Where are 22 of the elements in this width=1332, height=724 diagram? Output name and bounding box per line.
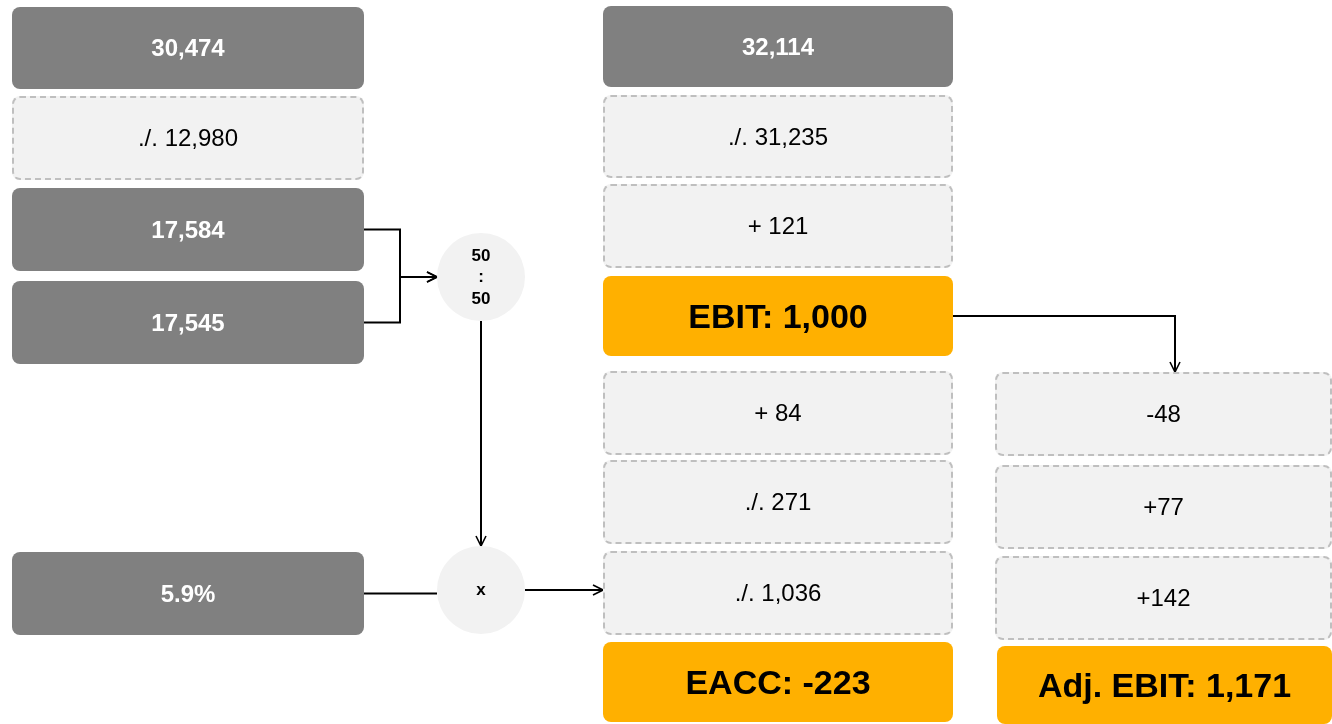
dashed-value-box: + 121 [603,184,953,268]
dashed-value-box: ./. 271 [603,460,953,544]
arrow [952,315,1181,373]
arrow [475,320,487,547]
dashed-value-box: + 84 [603,371,953,455]
dashed-value-box: ./. 31,235 [603,95,953,178]
result-box: Adj. EBIT: 1,171 [997,646,1332,724]
dashed-value-box: ./. 1,036 [603,551,953,635]
result-box: EACC: -223 [603,642,953,722]
value-box: 32,114 [603,6,953,87]
arrow [363,271,438,324]
dashed-value-box: ./. 12,980 [12,96,364,180]
dashed-value-box: +77 [995,465,1332,549]
value-box: 30,474 [12,7,364,89]
dashed-value-box: -48 [995,372,1332,456]
value-box: 17,545 [12,281,364,364]
dashed-value-box: +142 [995,556,1332,640]
connector-line [363,592,438,595]
value-box: 17,584 [12,188,364,271]
arrow [524,584,604,596]
value-box: 5.9% [12,552,364,635]
result-box: EBIT: 1,000 [603,276,953,356]
